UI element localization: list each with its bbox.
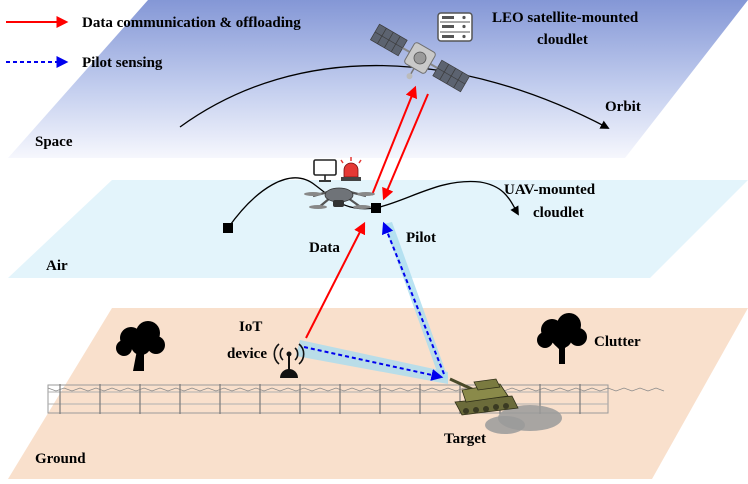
satellite-to-uav-arrow [382,93,429,201]
iot-label-line2: device [227,346,267,362]
tank-icon [449,377,562,434]
monitor-icon [313,159,337,182]
iot-to-uav-data-arrow [305,221,366,339]
target-label: Target [444,431,486,447]
space-layer-label: Space [35,134,73,150]
iot-to-target-pilot-arrow [303,346,444,381]
target-to-uav-pilot-arrow [381,221,445,375]
leo-label-line2: cloudlet [537,32,588,48]
antenna-icon [273,343,305,378]
uav-position-marker [371,203,381,213]
uav-label-line1: UAV-mounted [504,182,596,198]
iot-label-line1: IoT [239,319,262,335]
server-icon [437,12,473,42]
air-plane [8,180,748,278]
pilot-label: Pilot [406,230,436,246]
satellite-icon [369,23,471,93]
fence [47,384,665,414]
legend-data-label: Data communication & offloading [82,15,301,31]
clutter-label: Clutter [594,334,641,350]
data-label: Data [309,240,340,256]
ground-layer-label: Ground [35,451,86,467]
legend: Data communication & offloading Pilot se… [6,15,301,71]
clutter-tree-icon [537,313,587,364]
iot-to-target-beam [296,340,448,384]
legend-pilot-label: Pilot sensing [82,55,163,71]
drone-icon [304,187,375,209]
leo-label-line1: LEO satellite-mounted [492,10,639,26]
orbit-path [179,64,610,129]
trajectory-start-marker [223,223,233,233]
uav-to-satellite-arrow [371,85,417,196]
uav-label-line2: cloudlet [533,205,584,221]
alarm-light-icon [340,157,362,181]
orbit-label: Orbit [605,99,641,115]
air-layer-label: Air [46,258,68,274]
tree-icon [116,321,165,371]
